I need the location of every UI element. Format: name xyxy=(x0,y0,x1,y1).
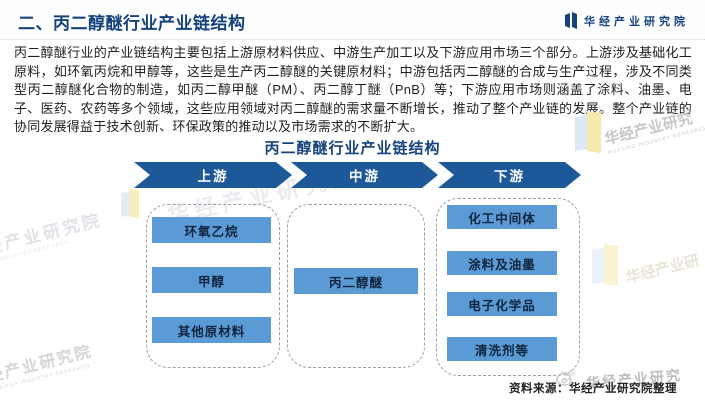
downstream-group-outline xyxy=(436,198,580,376)
header-divider xyxy=(0,39,705,40)
upstream-group-outline xyxy=(146,204,280,368)
watermark-bottom-left: 经产业研究院 HUAJING INDUSTRY RESEARCH xyxy=(0,343,95,394)
source-note: 资料来源：华经产业研究院整理 xyxy=(509,383,677,395)
watermark-ribbon-icon-right xyxy=(592,244,620,293)
upstream-item-ethylene-oxide: 环氧乙烷 xyxy=(152,217,271,243)
diagram-title: 丙二醇醚行业产业链结构 xyxy=(264,140,441,157)
watermark-right: 华经产业研 xyxy=(624,252,702,287)
page-title: 二、丙二醇醚行业产业链结构 xyxy=(18,14,246,33)
header-bar: 二、丙二醇醚行业产业链结构 华经产业研究院 xyxy=(0,0,705,39)
brand-logo: 华经产业研究院 xyxy=(564,12,689,29)
midstream-group-outline xyxy=(287,204,425,368)
weibo-icon xyxy=(556,370,576,386)
stage-banner-midstream: 中游 xyxy=(291,162,438,188)
stage-banner-downstream: 下游 xyxy=(438,162,581,188)
midstream-item-propylene-glycol-ether: 丙二醇醚 xyxy=(294,268,418,294)
downstream-item-chemical-intermediates: 化工中间体 xyxy=(447,205,557,229)
downstream-item-cleaning-agents: 清洗剂等 xyxy=(447,337,557,361)
upstream-item-other-materials: 其他原材料 xyxy=(152,317,271,343)
watermark-left: 华经产业研究院 HUAJING INDUSTRY RESEARCH xyxy=(0,210,104,270)
intro-paragraph: 丙二醇醚行业的产业链结构主要包括上游原材料供应、中游生产加工以及下游应用市场三个… xyxy=(14,45,692,135)
downstream-item-coatings-inks: 涂料及油墨 xyxy=(447,251,557,275)
stage-banner-upstream: 上游 xyxy=(134,162,292,188)
brand-name: 华经产业研究院 xyxy=(584,15,689,28)
book-icon xyxy=(565,12,577,29)
upstream-item-methanol: 甲醇 xyxy=(152,267,271,293)
downstream-item-electronic-chemicals: 电子化学品 xyxy=(447,292,557,316)
watermark-ribbon-icon-small xyxy=(121,188,140,219)
